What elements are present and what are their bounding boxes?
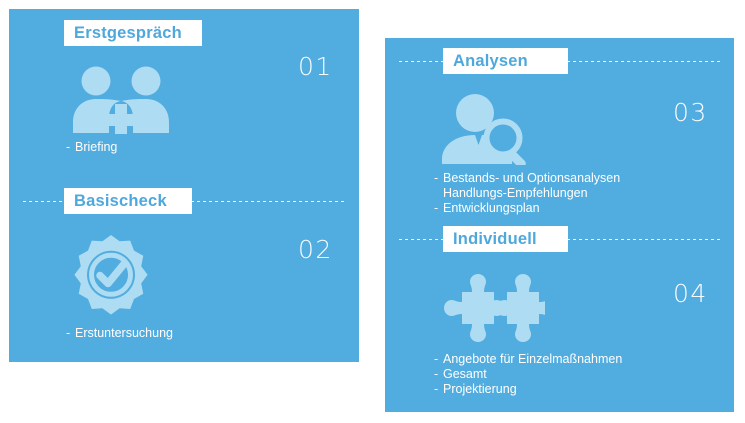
badge-check-icon: [71, 235, 151, 315]
bullet-dash: -: [66, 326, 71, 340]
list-item: -Erstuntersuchung: [66, 326, 173, 341]
bullet-dash: -: [66, 140, 71, 154]
bullet-dash: -: [434, 171, 439, 185]
step-card-04[interactable]: Individuell 04 -Angebote für Einzelmaßna…: [385, 226, 734, 412]
step-title-chip-03: Analysen: [443, 48, 568, 74]
panel-left: Erstgespräch 01 -Briefing Basischeck 02: [9, 9, 359, 362]
two-people-plus-icon: [71, 66, 171, 134]
list-item: Handlungs-Empfehlungen: [434, 186, 620, 201]
bullet-text: Bestands- und Optionsanalysen: [443, 171, 621, 185]
list-item: -Entwicklungsplan: [434, 201, 620, 216]
puzzle-pieces-icon: [440, 274, 545, 344]
bullet-text: Entwicklungsplan: [443, 201, 540, 215]
bullet-text: Projektierung: [443, 382, 517, 396]
step-title-chip-02: Basischeck: [64, 188, 192, 214]
step-title-row-04: Individuell: [385, 226, 734, 252]
bullet-list-04: -Angebote für Einzelmaßnahmen -Gesamt -P…: [434, 352, 622, 397]
step-title-label: Analysen: [453, 51, 528, 70]
bullet-dash: -: [434, 201, 439, 215]
bullet-dash: -: [434, 367, 439, 381]
person-magnifier-icon: [440, 93, 535, 165]
list-item: -Projektierung: [434, 382, 622, 397]
bullet-text: Angebote für Einzelmaßnahmen: [443, 352, 623, 366]
step-title-row-02: Basischeck: [9, 188, 359, 214]
bullet-text: Handlungs-Empfehlungen: [443, 186, 588, 200]
step-card-02[interactable]: Basischeck 02 -Erstuntersuchung: [9, 188, 359, 358]
list-item: -Angebote für Einzelmaßnahmen: [434, 352, 622, 367]
step-title-row-03: Analysen: [385, 48, 734, 74]
list-item: -Bestands- und Optionsanalysen: [434, 171, 620, 186]
step-number-02: 02: [298, 235, 333, 264]
bullet-list-01: -Briefing: [66, 140, 117, 155]
step-number-04: 04: [673, 279, 708, 308]
bullet-list-02: -Erstuntersuchung: [66, 326, 173, 341]
step-title-label: Basischeck: [74, 191, 167, 210]
step-number-03: 03: [673, 98, 708, 127]
step-title-chip-01: Erstgespräch: [64, 20, 202, 46]
step-card-01[interactable]: Erstgespräch 01 -Briefing: [9, 20, 359, 190]
panel-right: Analysen 03 -Bestands- und Optionsanalys…: [385, 38, 734, 412]
step-title-chip-04: Individuell: [443, 226, 568, 252]
list-item: -Gesamt: [434, 367, 622, 382]
step-card-03[interactable]: Analysen 03 -Bestands- und Optionsanalys…: [385, 48, 734, 233]
bullet-dash: -: [434, 382, 439, 396]
step-number-01: 01: [298, 52, 333, 81]
step-title-label: Erstgespräch: [74, 23, 182, 42]
list-item: -Briefing: [66, 140, 117, 155]
bullet-text: Erstuntersuchung: [75, 326, 173, 340]
bullet-dash: -: [434, 352, 439, 366]
bullet-text: Gesamt: [443, 367, 487, 381]
bullet-list-03: -Bestands- und Optionsanalysen Handlungs…: [434, 171, 620, 216]
step-title-row-01: Erstgespräch: [9, 20, 359, 46]
step-title-label: Individuell: [453, 229, 537, 248]
bullet-text: Briefing: [75, 140, 118, 154]
